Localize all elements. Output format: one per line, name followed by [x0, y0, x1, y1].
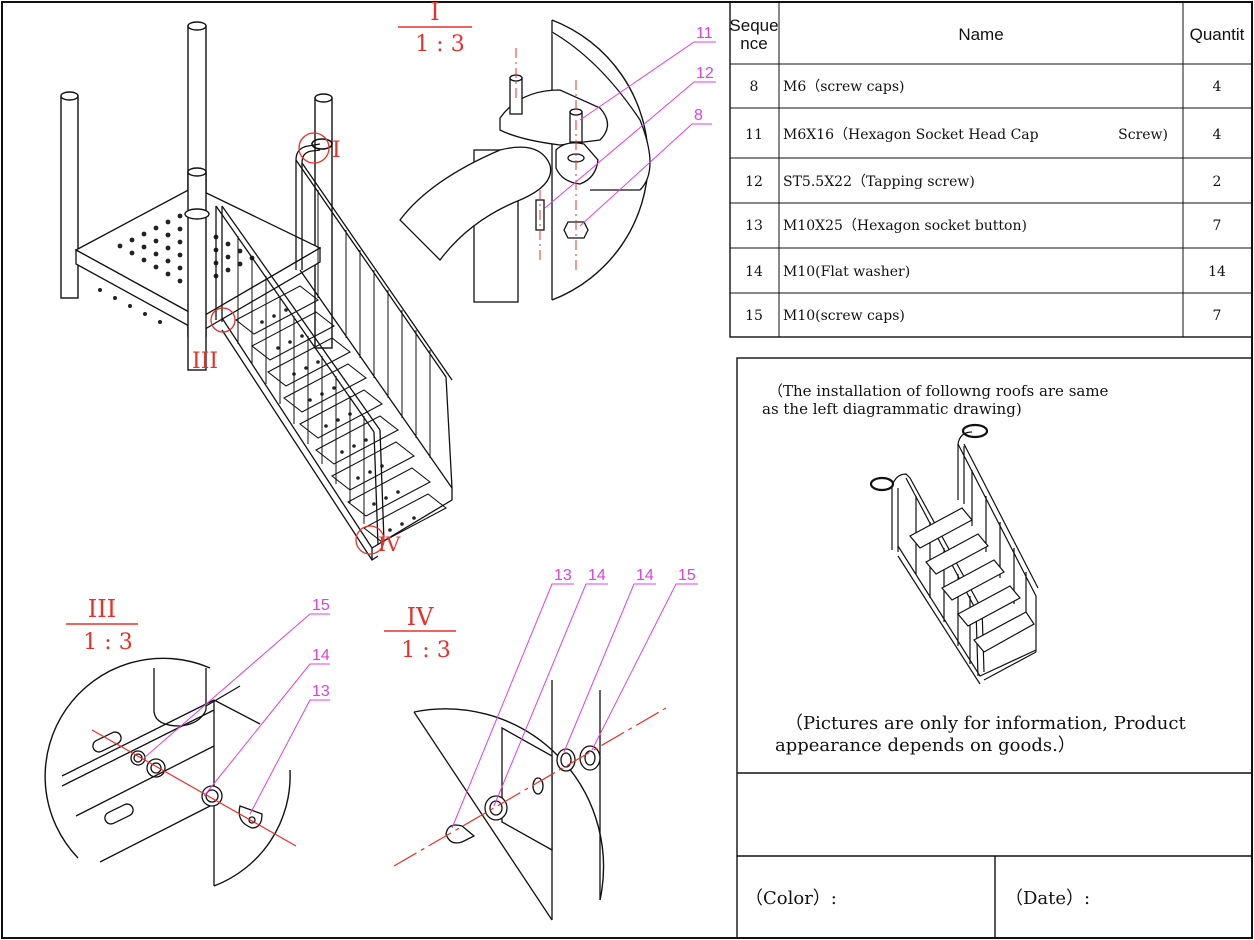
row-qty: 7	[1213, 218, 1222, 234]
row-qty: 4	[1213, 127, 1222, 143]
marker-iii-main: III	[192, 349, 218, 374]
row-qty: 7	[1213, 308, 1222, 324]
detail-iv-label: IV	[407, 603, 434, 631]
info-note-line1: （Pictures are only for information, Prod…	[785, 713, 1186, 734]
note-panel	[736, 357, 1253, 939]
row-name-tail: Screw)	[1118, 127, 1168, 143]
date-label: （Date）:	[1005, 888, 1090, 909]
callout-iv-14b: 14	[636, 567, 654, 584]
detail-iv-view: IV 1 : 3	[384, 583, 698, 921]
callout-iii-14: 14	[312, 647, 330, 664]
install-note-line2: as the left diagrammatic drawing)	[762, 400, 1022, 418]
marker-i-main: I	[332, 138, 341, 163]
callout-iv-14a: 14	[588, 567, 606, 584]
row-seq: 13	[745, 218, 763, 234]
callout-i-11: 11	[696, 25, 713, 42]
detail-iii-label: III	[88, 595, 116, 623]
callout-iv-15: 15	[678, 567, 696, 584]
callout-i-8: 8	[694, 107, 703, 124]
detail-iii-view: III 1 : 3	[44, 595, 330, 887]
header-sequence-1: Seque	[729, 16, 778, 35]
info-note-line2: appearance depends on goods.）	[775, 735, 1076, 756]
row-qty: 2	[1213, 174, 1222, 190]
detail-i-view: I 1 : 3	[398, 0, 716, 303]
header-quantity: Quantit	[1190, 25, 1245, 44]
detail-i-scale: 1 : 3	[415, 32, 464, 57]
callout-iii-13: 13	[312, 683, 330, 700]
row-name: ST5.5X22（Tapping screw)	[783, 174, 975, 190]
roof-stair-illustration	[869, 423, 1039, 685]
parts-table	[729, 1, 1253, 338]
row-name: M10X25（Hexagon socket button)	[783, 218, 1027, 234]
marker-iv-main: IV	[378, 532, 401, 556]
row-seq: 14	[745, 264, 763, 280]
callout-iv-13: 13	[554, 567, 572, 584]
row-qty: 4	[1213, 79, 1222, 95]
detail-iv-scale: 1 : 3	[401, 638, 450, 663]
row-seq: 12	[745, 174, 763, 190]
row-seq: 11	[745, 127, 763, 143]
color-label: （Color）:	[745, 888, 837, 909]
header-name: Name	[958, 25, 1003, 44]
row-name: M6X16（Hexagon Socket Head Cap	[783, 127, 1039, 143]
row-name: M10(Flat washer)	[783, 264, 910, 280]
callout-i-12: 12	[696, 65, 714, 82]
install-note-line1: （The installation of followng roofs are …	[768, 382, 1109, 400]
row-seq: 15	[745, 308, 763, 324]
main-stair-assembly	[60, 21, 453, 561]
detail-iii-scale: 1 : 3	[83, 630, 132, 655]
detail-i-label: I	[430, 0, 439, 26]
row-qty: 14	[1208, 264, 1226, 280]
header-sequence-2: nce	[740, 34, 767, 53]
callout-iii-15: 15	[312, 597, 330, 614]
row-name: M6（screw caps)	[783, 79, 904, 95]
row-name: M10(screw caps)	[783, 308, 905, 324]
row-seq: 8	[750, 79, 759, 95]
